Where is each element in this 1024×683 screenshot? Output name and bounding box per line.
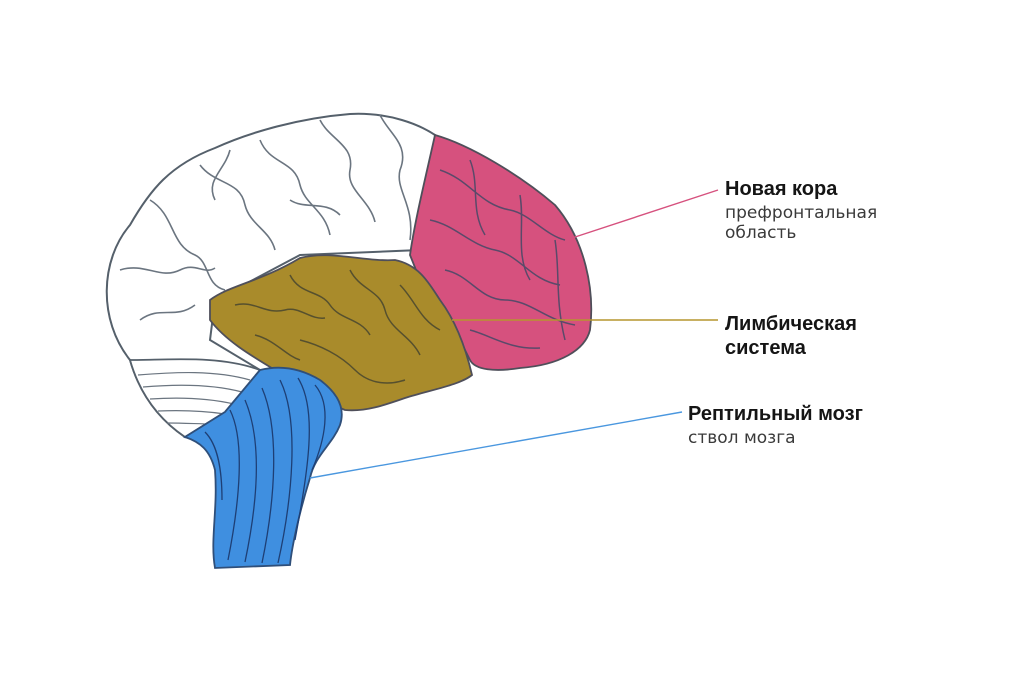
- cortex-folds: [119, 114, 412, 321]
- limbic-title-line1: Лимбическая: [725, 313, 857, 335]
- neocortex-label: Новая кора префронтальная область: [725, 177, 915, 244]
- reptilian-label: Рептильный мозг ствол мозга: [688, 402, 863, 448]
- reptilian-subtitle: ствол мозга: [688, 428, 796, 448]
- neocortex-subtitle: префронтальная область: [725, 203, 878, 244]
- neocortex-region: [409, 133, 593, 371]
- neocortex-title: Новая кора: [725, 178, 838, 200]
- limbic-label: Лимбическая система: [725, 312, 857, 360]
- reptilian-title: Рептильный мозг: [688, 403, 863, 425]
- brainstem-stripes: [204, 377, 326, 564]
- limbic-title-line2: система: [725, 337, 806, 359]
- brainstem-region: [182, 366, 343, 569]
- neocortex-leader-line: [571, 189, 719, 239]
- limbic-folds: [234, 269, 441, 384]
- neocortex-folds: [429, 159, 576, 349]
- reptilian-leader-line: [309, 411, 683, 479]
